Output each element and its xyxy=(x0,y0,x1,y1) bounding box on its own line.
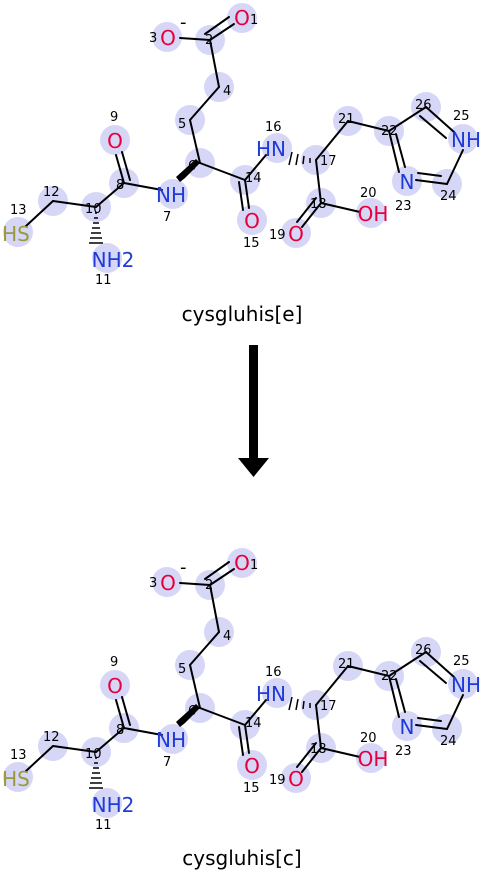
atom-20-label: OH xyxy=(358,202,389,226)
atom-9-label: O xyxy=(107,674,123,698)
atom-23-label: N xyxy=(400,715,415,739)
atom-3-label: O xyxy=(160,571,176,595)
atom-13-label: HS xyxy=(2,222,30,246)
product-heteroatom-labels: O O - NH O NH2 HS O HN O OH N NH xyxy=(2,551,481,817)
reactant-molecule: O O - NH O NH2 HS O HN O OH N NH xyxy=(2,2,481,289)
atom-11-label: NH2 xyxy=(92,248,135,272)
reactant-heteroatom-labels: O O - NH O NH2 HS O HN O OH N NH xyxy=(2,6,481,272)
atom-3-label: O xyxy=(160,26,176,50)
atom-25-label: NH xyxy=(451,673,481,697)
product-caption: cysgluhis[c] xyxy=(182,846,301,870)
atom-7-label: NH xyxy=(156,728,186,752)
atom-23-label: N xyxy=(400,170,415,194)
atom-11-label: NH2 xyxy=(92,793,135,817)
atom-25-label: NH xyxy=(451,128,481,152)
atom-9-label: O xyxy=(107,129,123,153)
atom-3-charge: - xyxy=(180,12,187,33)
reaction-arrow xyxy=(238,345,269,477)
atom-15-label: O xyxy=(244,754,260,778)
atom-19-label: O xyxy=(288,222,304,246)
atom-7-label: NH xyxy=(156,183,186,207)
atom-1-label: O xyxy=(234,551,250,575)
atom-15-label: O xyxy=(244,209,260,233)
atom-3-charge: - xyxy=(180,557,187,578)
atom-16-label: HN xyxy=(256,682,286,706)
atom-1-label: O xyxy=(234,6,250,30)
atom-19-label: O xyxy=(288,767,304,791)
atom-16-label: HN xyxy=(256,137,286,161)
product-molecule: O O - NH O NH2 HS O HN O OH N NH xyxy=(2,547,481,834)
atom-13-label: HS xyxy=(2,767,30,791)
reactant-caption: cysgluhis[e] xyxy=(182,302,303,326)
atom-20-label: OH xyxy=(358,747,389,771)
